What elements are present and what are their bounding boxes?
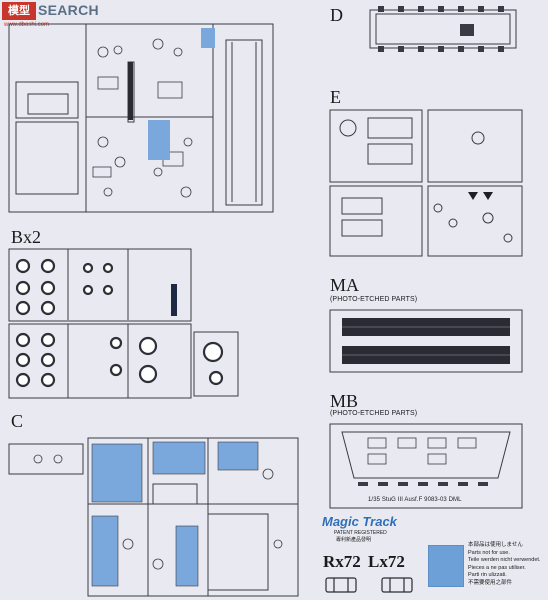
sprue-c (8, 434, 300, 598)
sprue-ma-drawing (329, 309, 523, 373)
patent-text: PATENT REGISTERED (334, 530, 387, 536)
watermark-text: SEARCH (38, 2, 99, 18)
sprue-c-drawing (8, 437, 299, 597)
sprue-e-label: E (330, 87, 341, 107)
sprue-mb: 1/35 StuG III Ausf.F 9083-03 DML (328, 422, 524, 510)
sprue-c-label: C (11, 411, 24, 431)
sprue-mb-sub: (PHOTO-ETCHED PARTS) (330, 410, 418, 417)
sprue-b (8, 248, 240, 400)
watermark: 模型 SEARCH www.dboshi.com (0, 0, 170, 28)
sprue-a-drawing (8, 23, 274, 213)
legend-line-fr: Pieces a ne pas utiliser. (468, 564, 526, 571)
legend-line-de: Teile werden nicht verwendet. (468, 557, 541, 563)
right-track-count: Rx72 (323, 552, 361, 571)
unused-parts-legend: 本部品は使用しません Parts not for use. Teile werd… (468, 542, 546, 587)
sprue-mb-label: MB (330, 391, 359, 411)
sprue-mb-drawing (329, 423, 523, 509)
etched-part-number: 1/35 StuG III Ausf.F 9083-03 DML (368, 497, 462, 503)
watermark-logo: 模型 (2, 2, 36, 20)
sprue-ma (328, 308, 524, 374)
sprue-d (368, 4, 518, 56)
sprue-d-label: D (330, 5, 343, 25)
sprue-e (328, 108, 526, 260)
track-link-drawing (325, 577, 413, 593)
legend-line-en: Parts not for use. (468, 549, 510, 556)
sprue-ma-sub: (PHOTO-ETCHED PARTS) (330, 296, 418, 303)
sprue-b-drawing (8, 248, 239, 399)
unused-parts-swatch (428, 545, 464, 587)
sprue-ma-label: MA (330, 275, 360, 295)
magic-track-logo: Magic Track (322, 514, 397, 529)
sprue-a (8, 22, 276, 214)
patent-text-cn: 專利新產品發明 (336, 537, 372, 543)
legend-line-ja: 本部品は使用しません (468, 542, 523, 548)
sprue-e-drawing (329, 109, 523, 257)
left-track-count: Lx72 (368, 552, 405, 571)
sprue-d-drawing (369, 6, 517, 52)
legend-line-it: Parti rin ulizzati. (468, 572, 507, 578)
legend-line-zh: 不需要使用之部件 (468, 579, 513, 586)
sprue-b-label: Bx2 (11, 227, 42, 247)
watermark-url: www.dboshi.com (4, 22, 50, 28)
track-link-icons (322, 574, 418, 596)
